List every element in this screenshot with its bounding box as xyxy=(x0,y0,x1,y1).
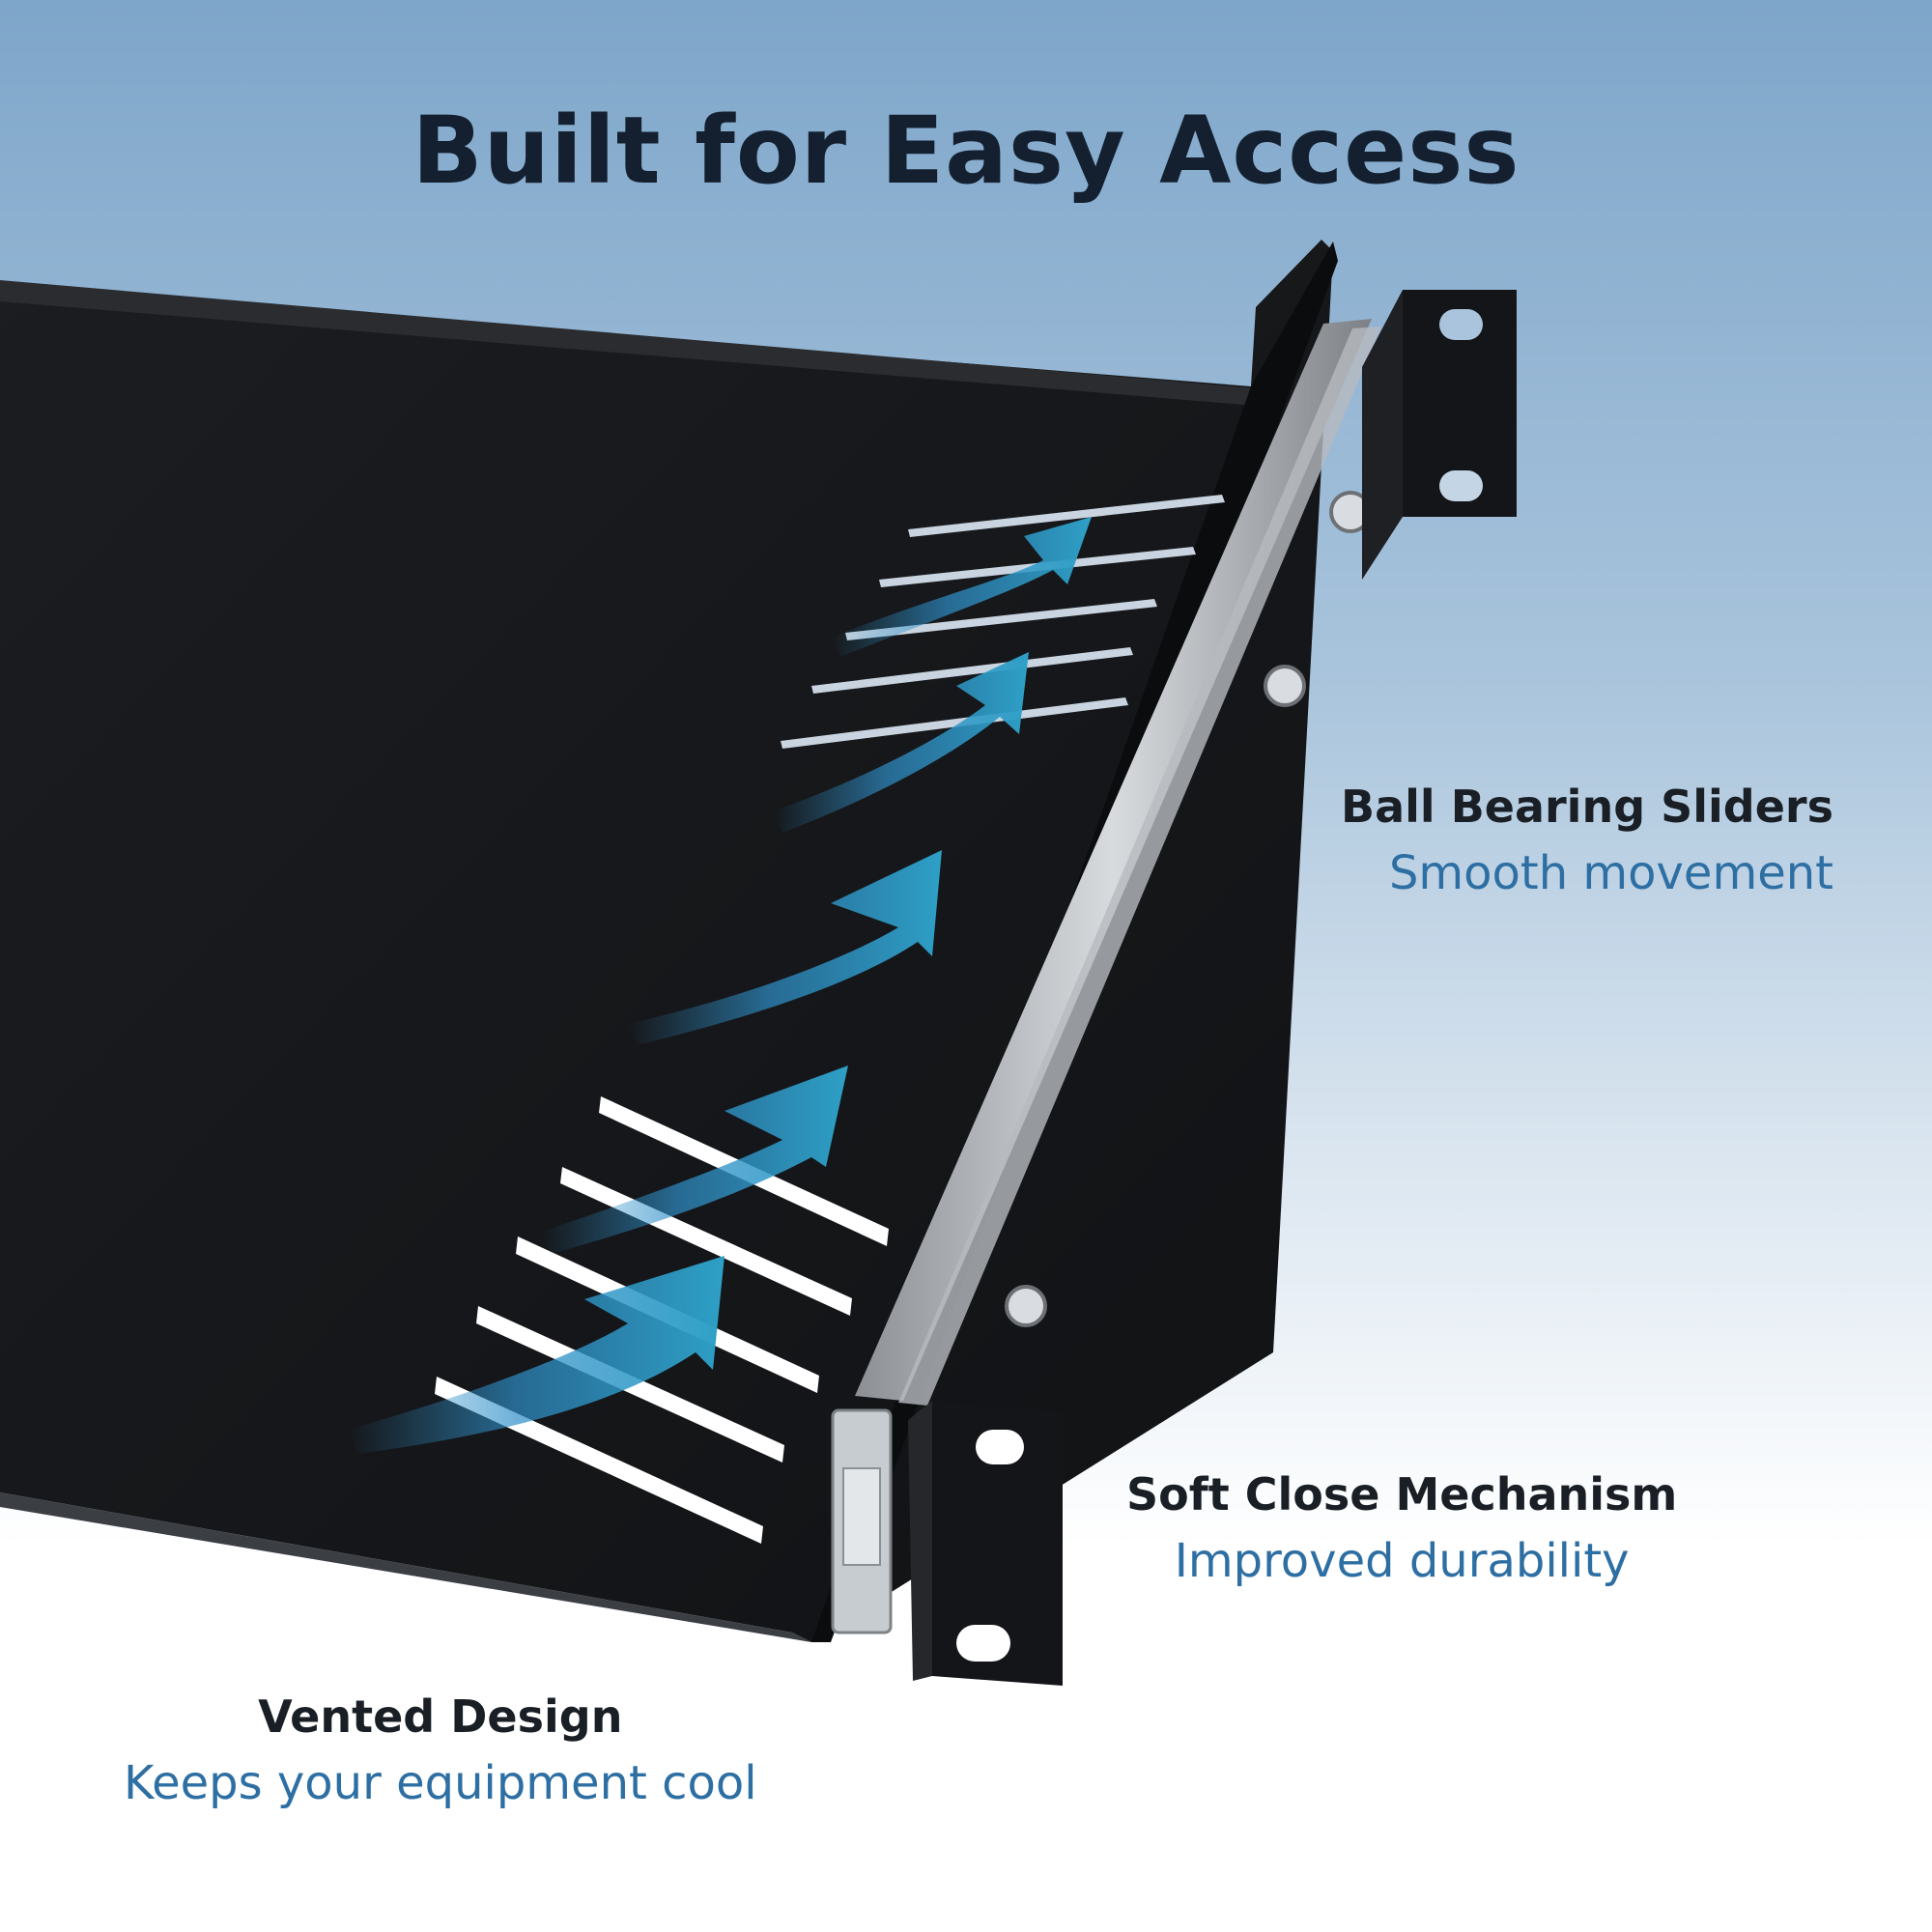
vent-slot xyxy=(811,647,1133,694)
feature-callout-vented-design: Vented Design Keeps your equipment cool xyxy=(124,1690,757,1810)
vent-slot xyxy=(845,599,1157,640)
feature-title: Vented Design xyxy=(258,1690,623,1743)
mounting-ear-bottom xyxy=(932,1401,1063,1686)
shelf-tray xyxy=(0,240,1333,1642)
rail-screw xyxy=(1264,665,1306,707)
feature-subtitle: Improved durability xyxy=(1174,1534,1630,1588)
upper-vent-slots xyxy=(781,495,1225,749)
mount-hole xyxy=(956,1625,1010,1662)
slide-rail-inner xyxy=(898,327,1381,1406)
page-title: Built for Easy Access xyxy=(412,97,1520,205)
airflow-arrows xyxy=(348,517,1092,1454)
airflow-arrow xyxy=(628,850,942,1045)
vent-slot xyxy=(908,495,1225,537)
feature-subtitle: Smooth movement xyxy=(1388,846,1833,900)
mount-hole xyxy=(976,1430,1024,1464)
airflow-arrow xyxy=(541,1065,848,1254)
airflow-arrow xyxy=(348,1256,724,1454)
shelf-back-lip xyxy=(0,280,1256,406)
feature-title: Ball Bearing Sliders xyxy=(1341,781,1833,833)
vent-slot xyxy=(781,697,1128,749)
feature-callout-soft-close: Soft Close Mechanism Improved durability xyxy=(1126,1468,1677,1588)
mount-hole xyxy=(1439,470,1483,501)
feature-callout-ball-bearing: Ball Bearing Sliders Smooth movement xyxy=(1341,781,1833,900)
mounting-ear-bottom-side xyxy=(908,1401,932,1681)
shelf-front-edge xyxy=(0,1492,811,1642)
mounting-ear-top-side xyxy=(1362,290,1403,580)
mount-hole xyxy=(1439,309,1483,340)
airflow-arrow xyxy=(773,652,1029,833)
feature-title: Soft Close Mechanism xyxy=(1126,1468,1678,1520)
airflow-arrow xyxy=(831,517,1092,657)
soft-close-latch-detail xyxy=(842,1467,881,1566)
mounting-ear-top xyxy=(1403,290,1517,517)
rail-screw xyxy=(1005,1285,1047,1327)
feature-subtitle: Keeps your equipment cool xyxy=(124,1756,757,1810)
